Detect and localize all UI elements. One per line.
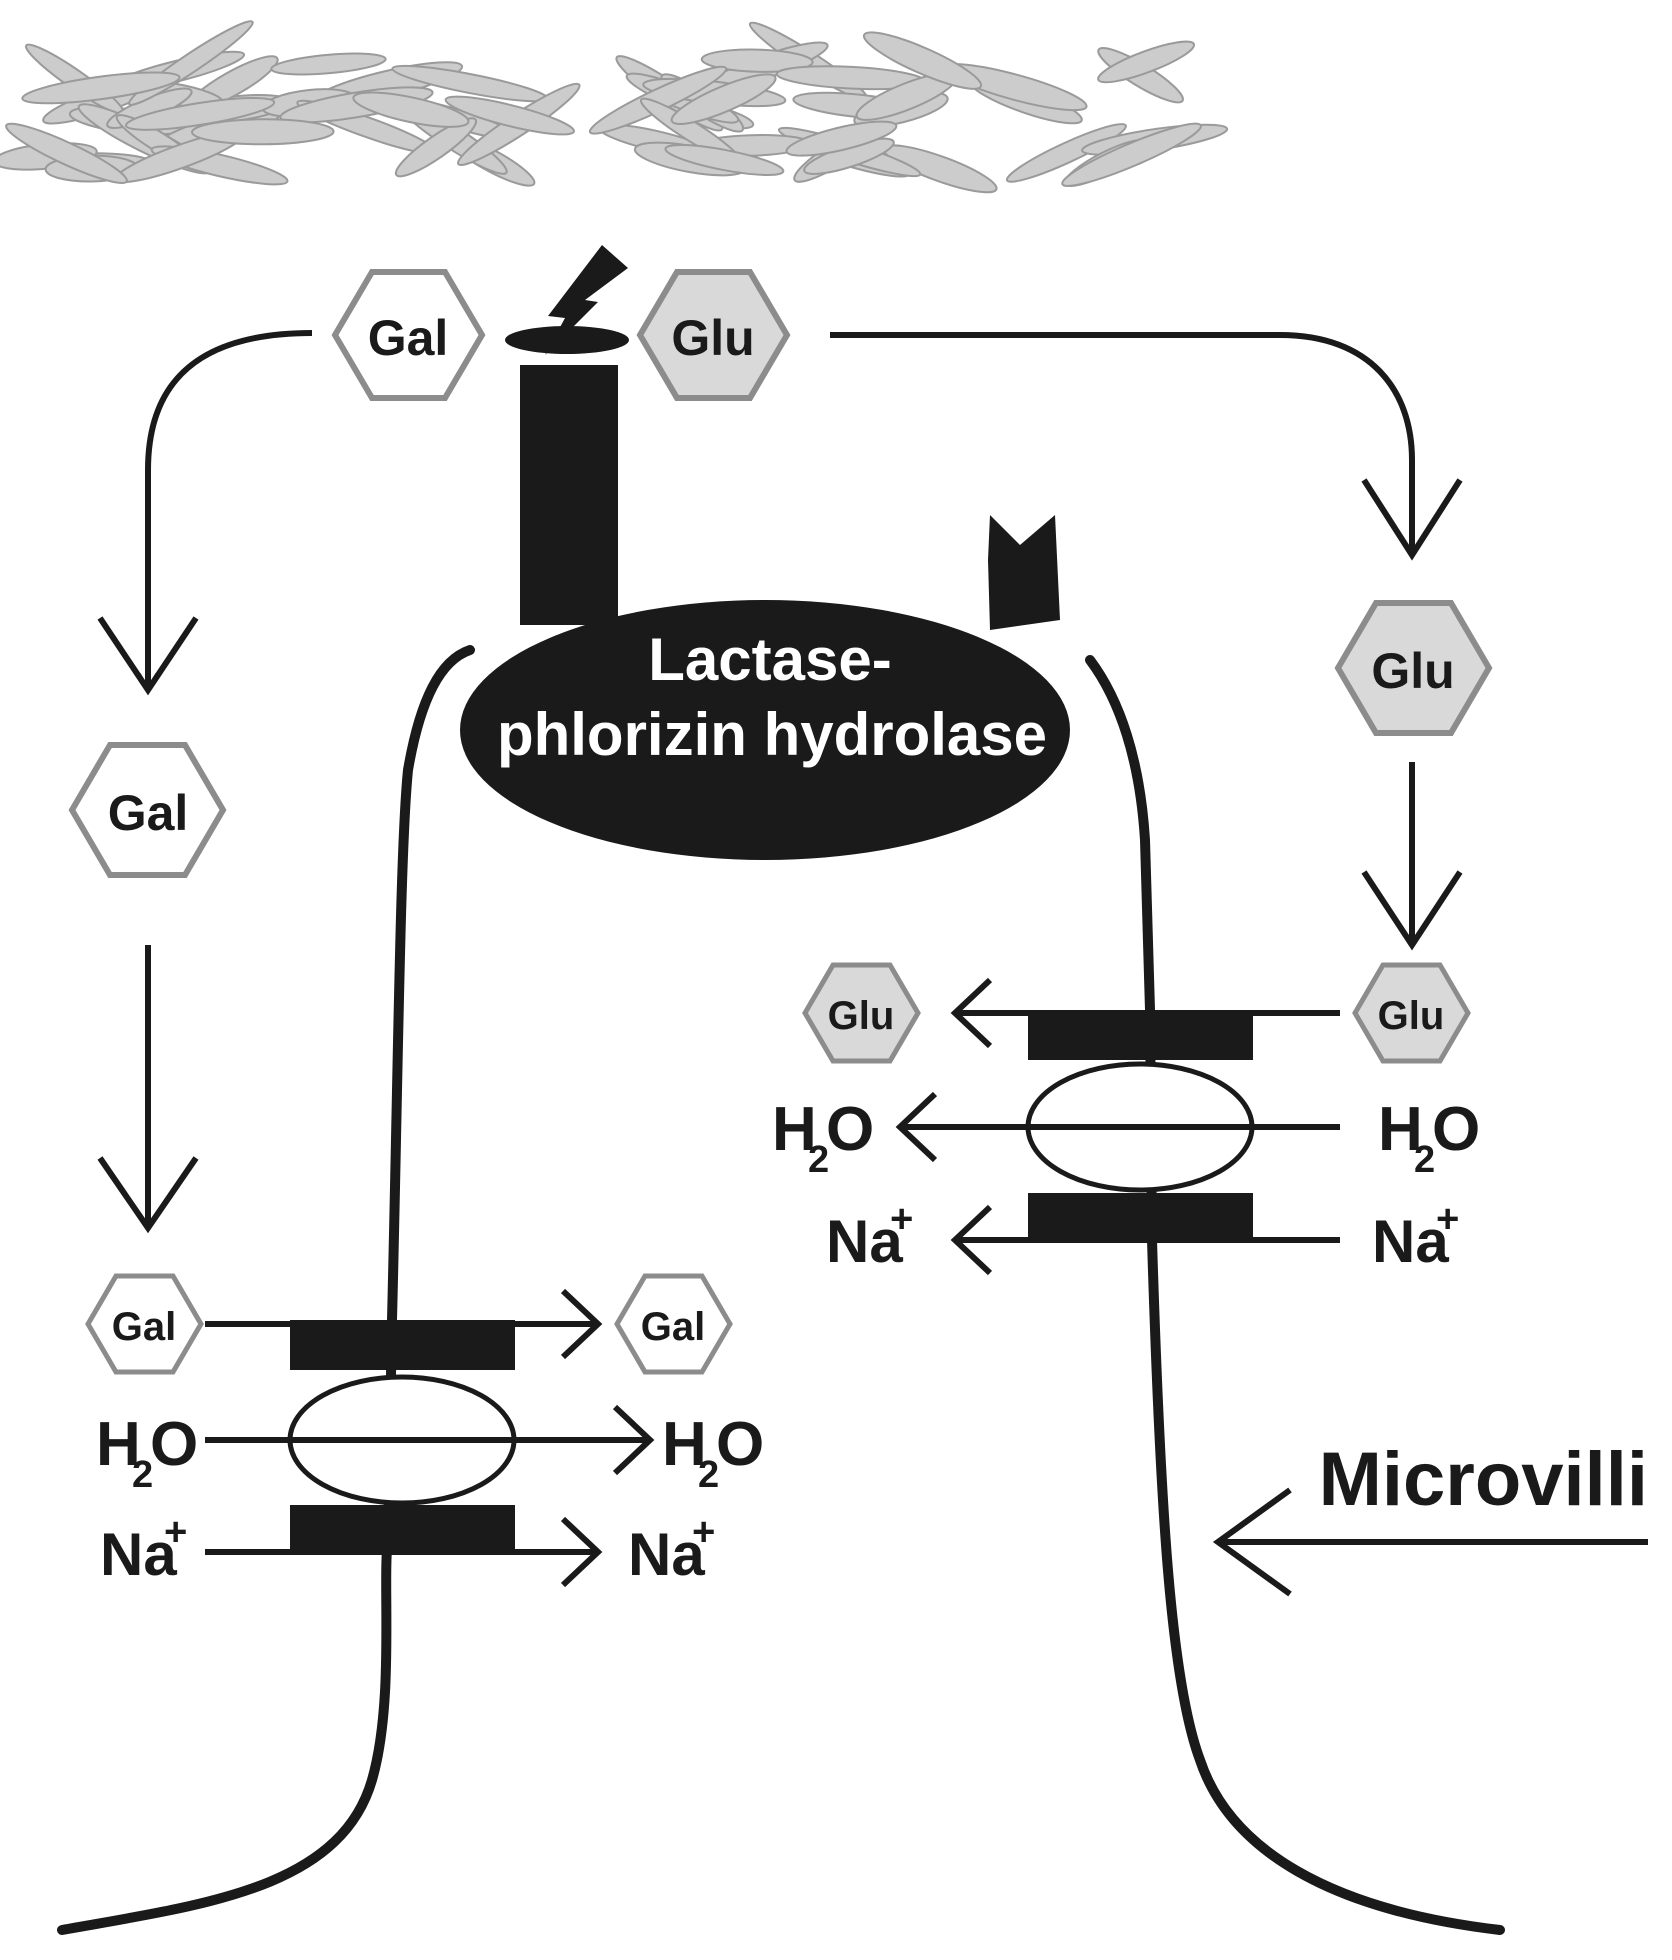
water-label-left-out: H 2 O — [662, 1410, 764, 1496]
glucose-path-arrow-1 — [830, 332, 1415, 555]
sodium-label-right-out: Na + — [826, 1197, 913, 1275]
glucose-mid-label: Glu — [1371, 643, 1454, 699]
lactose-crystal — [5, 122, 128, 185]
left-cotransporter — [287, 1320, 517, 1553]
galactose-top-label: Gal — [368, 310, 449, 366]
water-o: O — [1432, 1095, 1480, 1164]
water-h: H — [1378, 1095, 1423, 1164]
lactose-crystal — [1097, 40, 1196, 84]
glucose-top-label: Glu — [671, 310, 754, 366]
enzyme-label-line1: Lactase- — [648, 626, 891, 693]
sodium-label-right-in: Na + — [1372, 1197, 1459, 1275]
water-label-left-in: H 2 O — [96, 1410, 198, 1496]
right-na-flow-head — [950, 1204, 993, 1276]
left-transporter-top-bar — [290, 1320, 515, 1370]
lactose-crystals-left — [0, 20, 581, 187]
microvilli-label: Microvilli — [1319, 1437, 1648, 1522]
galactose-hexagon-in: Gal — [85, 1273, 204, 1375]
sodium-label-left-in: Na + — [100, 1510, 187, 1588]
lactose-crystal — [21, 71, 181, 105]
galactose-hexagon-out: Gal — [614, 1273, 733, 1375]
lactose-crystal — [664, 143, 785, 177]
enzyme-notch — [988, 515, 1060, 630]
sodium-plus: + — [1436, 1197, 1459, 1241]
right-glu-flow-head — [950, 977, 993, 1049]
sodium-label-left-out: Na + — [628, 1510, 715, 1588]
glucose-hexagon-in: Glu — [1352, 962, 1471, 1064]
water-sub2: 2 — [698, 1454, 719, 1496]
lactose-crystal — [125, 96, 276, 131]
glucose-hexagon-mid: Glu — [1334, 600, 1493, 736]
lactose-crystal — [444, 95, 575, 136]
left-gal-flow-head — [560, 1288, 603, 1360]
galactose-arrow-head-2 — [97, 1156, 199, 1234]
sodium-na: Na — [1372, 1208, 1449, 1275]
sodium-na: Na — [826, 1208, 903, 1275]
glucose-arrow-head-2 — [1361, 870, 1463, 951]
galactose-hexagon-top: Gal — [331, 269, 486, 401]
left-h2o-flow-head — [612, 1404, 655, 1476]
water-o: O — [150, 1410, 198, 1479]
lactose-crystal — [191, 118, 335, 146]
galactose-in-label: Gal — [112, 1305, 176, 1349]
lactose-crystal — [1061, 122, 1202, 187]
sodium-plus: + — [890, 1197, 913, 1241]
water-label-right-in: H 2 O — [1378, 1095, 1480, 1181]
water-sub2: 2 — [808, 1139, 829, 1181]
glucose-arrow-head-1 — [1361, 478, 1463, 561]
glucose-in-label: Glu — [1378, 994, 1445, 1038]
right-h2o-flow-head — [895, 1091, 938, 1163]
lactose-crystal — [785, 120, 898, 157]
galactose-arrow-head-1 — [97, 616, 199, 696]
lactose-crystal — [862, 31, 983, 90]
lactose-crystal — [700, 48, 814, 73]
galactose-out-label: Gal — [641, 1305, 705, 1349]
glucose-hexagon-out: Glu — [802, 962, 921, 1064]
water-h: H — [96, 1410, 141, 1479]
lactose-crystal — [670, 73, 777, 125]
lactose-crystal — [270, 52, 387, 76]
sodium-plus: + — [164, 1510, 187, 1554]
microvilli-arrow-head — [1212, 1487, 1292, 1597]
glucose-out-label: Glu — [828, 994, 895, 1038]
enzyme-label-line2: phlorizin hydrolase — [497, 701, 1047, 768]
galactose-mid-label: Gal — [108, 785, 189, 841]
water-sub2: 2 — [1414, 1139, 1435, 1181]
water-o: O — [826, 1095, 874, 1164]
left-na-flow-head — [560, 1516, 603, 1588]
right-transporter-top-bar — [1028, 1010, 1253, 1060]
sodium-na: Na — [628, 1521, 705, 1588]
water-h: H — [662, 1410, 707, 1479]
lactose-crystal — [394, 117, 478, 178]
water-h: H — [772, 1095, 817, 1164]
galactose-hexagon-mid: Gal — [68, 742, 227, 878]
galactose-path-arrow-1 — [137, 330, 313, 694]
sodium-na: Na — [100, 1521, 177, 1588]
lactose-crystal — [1005, 123, 1127, 183]
cleavage-lightning-icon — [545, 245, 628, 355]
water-label-right-out: H 2 O — [772, 1095, 874, 1181]
lactose-crystals-right — [588, 21, 1229, 194]
lactose-crystal — [352, 91, 470, 128]
enzyme-stalk — [520, 365, 618, 625]
right-transporter-bottom-bar — [1028, 1193, 1253, 1241]
water-o: O — [716, 1410, 764, 1479]
water-sub2: 2 — [132, 1454, 153, 1496]
glucose-hexagon-top: Glu — [636, 269, 791, 401]
sodium-plus: + — [692, 1510, 715, 1554]
lactase-phlorizin-hydrolase-enzyme — [460, 600, 1070, 860]
enzyme-stalk-cap — [505, 326, 629, 354]
left-transporter-bottom-bar — [290, 1505, 515, 1553]
